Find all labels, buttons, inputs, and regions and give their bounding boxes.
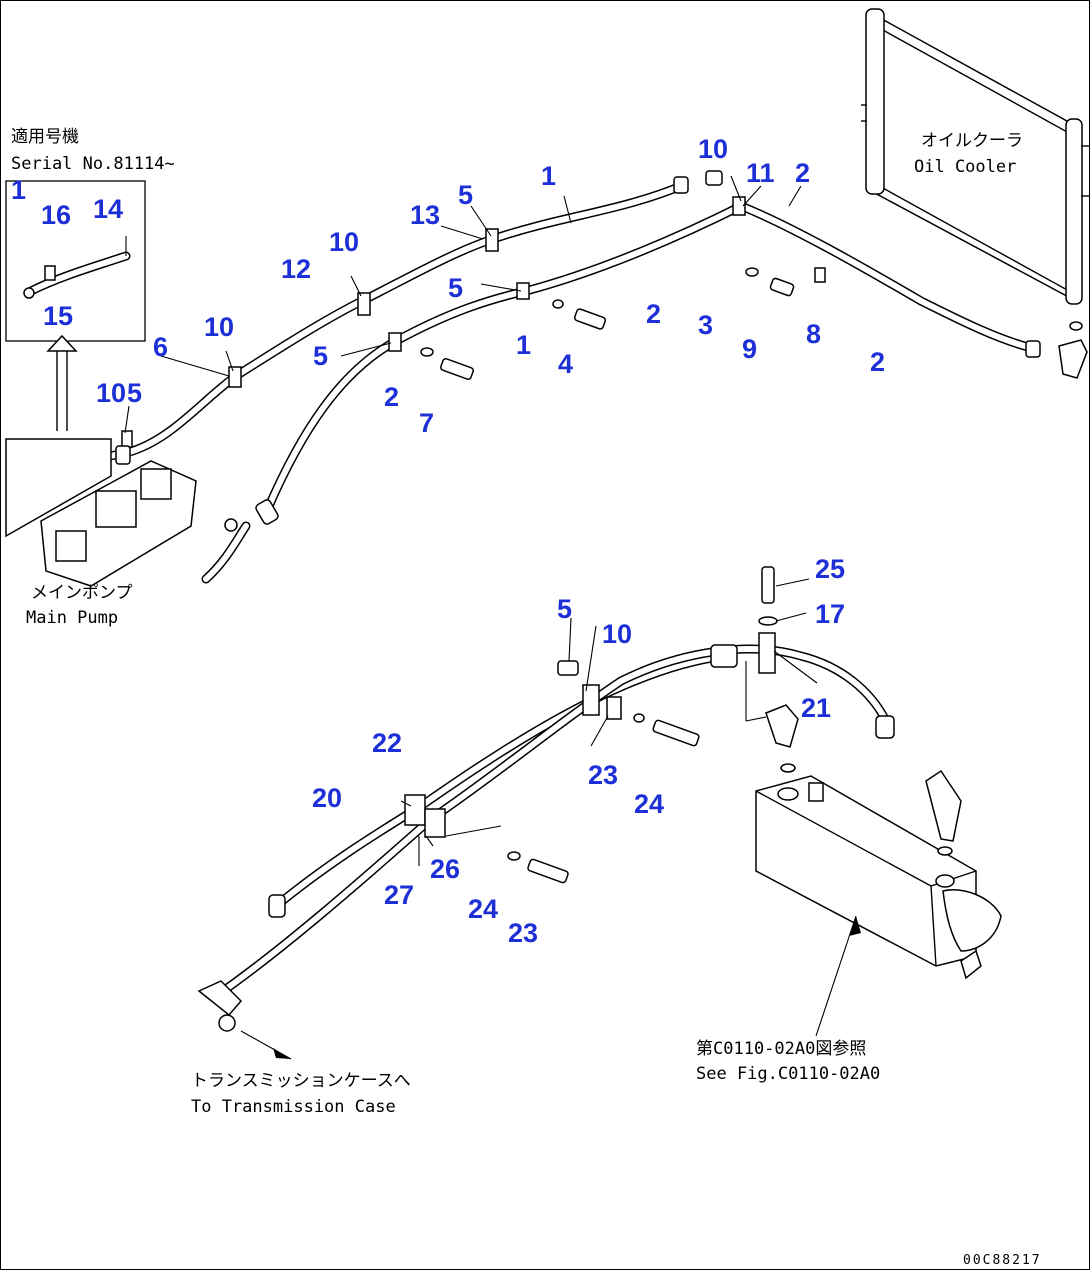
callout-2: 2 xyxy=(870,347,885,377)
callout-24: 24 xyxy=(468,894,498,924)
callout-10: 10 xyxy=(96,378,126,408)
main-pump-drawing xyxy=(5,438,197,587)
callout-2: 2 xyxy=(795,158,810,188)
callout-24: 24 xyxy=(634,789,664,819)
serial-label-jp: 適用号機 xyxy=(11,127,79,147)
leader-line xyxy=(340,342,392,357)
main-pump-label-jp: メインポンプ xyxy=(31,583,133,603)
callout-26: 26 xyxy=(430,854,460,884)
leader-line xyxy=(563,195,572,224)
leader-line xyxy=(480,283,522,292)
leader-line xyxy=(590,715,609,747)
callout-4: 4 xyxy=(558,349,573,379)
callout-22: 22 xyxy=(372,728,402,758)
leader-line xyxy=(225,350,234,372)
leader-line xyxy=(788,185,802,207)
callout-21: 21 xyxy=(801,693,831,723)
reference-label-en: See Fig.C0110-02A0 xyxy=(696,1064,880,1084)
callout-17: 17 xyxy=(815,599,845,629)
callout-12: 12 xyxy=(281,254,311,284)
leader-line xyxy=(124,405,130,434)
leader-line xyxy=(742,185,762,207)
callout-6: 6 xyxy=(153,332,168,362)
oil-cooler-label-jp: オイルクーラ xyxy=(921,131,1023,151)
callout-23: 23 xyxy=(508,918,538,948)
serial-label-en: Serial No.81114~ xyxy=(11,154,175,174)
transmission-label-en: To Transmission Case xyxy=(191,1097,396,1117)
leader-line xyxy=(730,175,742,202)
callout-16: 16 xyxy=(41,200,71,230)
callout-27: 27 xyxy=(384,880,414,910)
callout-5: 5 xyxy=(448,273,463,303)
serial-inset-box xyxy=(5,180,146,431)
leader-lines xyxy=(124,175,818,866)
main-pump-label-en: Main Pump xyxy=(26,608,118,628)
callout-25: 25 xyxy=(815,554,845,584)
leader-line xyxy=(773,650,818,684)
leader-line xyxy=(775,612,807,622)
oil-cooler-label-en: Oil Cooler xyxy=(914,157,1016,177)
callout-14: 14 xyxy=(93,194,123,224)
leader-line xyxy=(470,205,492,237)
callout-1: 1 xyxy=(516,330,531,360)
callout-11: 11 xyxy=(746,158,775,188)
callout-7: 7 xyxy=(419,408,434,438)
leader-line xyxy=(425,835,434,847)
drawing-code: 00C88217 xyxy=(963,1253,1042,1268)
callout-2: 2 xyxy=(646,299,661,329)
callout-10: 10 xyxy=(698,134,728,164)
leader-line xyxy=(160,355,230,377)
leader-line xyxy=(568,617,572,662)
leader-line xyxy=(440,225,484,240)
leader-line xyxy=(400,800,412,807)
oil-cooler-drawing xyxy=(861,8,1089,379)
callout-5: 5 xyxy=(557,594,572,624)
leader-line xyxy=(775,578,810,587)
tank-drawing xyxy=(755,763,1002,980)
callout-1: 1 xyxy=(11,175,26,205)
callout-9: 9 xyxy=(742,334,757,364)
callout-2: 2 xyxy=(384,382,399,412)
leader-line xyxy=(445,825,502,837)
leader-line xyxy=(350,275,362,297)
upper-hose-assembly xyxy=(121,170,1041,584)
callout-5: 5 xyxy=(127,378,142,408)
callout-5: 5 xyxy=(458,180,473,210)
leader-line xyxy=(585,625,597,692)
callout-3: 3 xyxy=(698,310,713,340)
callout-23: 23 xyxy=(588,760,618,790)
reference-arrows xyxy=(240,915,861,1060)
callout-5: 5 xyxy=(313,341,328,371)
callout-10: 10 xyxy=(329,227,359,257)
callout-15: 15 xyxy=(43,301,73,331)
reference-label-jp: 第C0110-02A0図参照 xyxy=(696,1039,866,1059)
lower-hose-assembly xyxy=(197,566,895,1032)
callout-1: 1 xyxy=(541,161,556,191)
callout-13: 13 xyxy=(410,200,440,230)
callout-8: 8 xyxy=(806,319,821,349)
callout-20: 20 xyxy=(312,783,342,813)
transmission-label-jp: トランスミッションケースへ xyxy=(191,1071,411,1091)
callout-10: 10 xyxy=(602,619,632,649)
callout-10: 10 xyxy=(204,312,234,342)
